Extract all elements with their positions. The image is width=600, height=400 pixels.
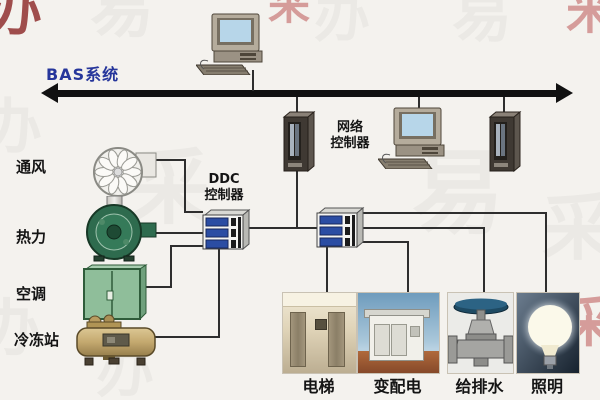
photo-detail bbox=[283, 293, 356, 307]
ddc-controller-label-line1: DDC bbox=[208, 172, 240, 187]
connector-line bbox=[155, 336, 220, 338]
server-tower-icon bbox=[487, 110, 523, 177]
connector-line bbox=[170, 245, 172, 288]
connector-line bbox=[483, 227, 485, 292]
bus-title: BAS系统 bbox=[46, 65, 120, 84]
label-ventilation: 通风 bbox=[16, 158, 47, 176]
photo-detail bbox=[410, 325, 420, 338]
ddc-controller-icon bbox=[315, 206, 365, 252]
label-chiller-station: 冷冻站 bbox=[14, 331, 60, 349]
fan-icon bbox=[92, 146, 160, 202]
photo-water-valve bbox=[447, 292, 514, 374]
watermark-char: 易 bbox=[452, 0, 512, 51]
connector-line bbox=[407, 241, 409, 292]
connector-line bbox=[357, 241, 409, 243]
connector-line bbox=[156, 159, 186, 161]
connector-line bbox=[218, 249, 220, 338]
photo-detail bbox=[315, 318, 327, 331]
connector-line bbox=[357, 227, 485, 229]
connector-line bbox=[545, 212, 547, 292]
workstation-icon bbox=[194, 13, 266, 79]
workstation-icon bbox=[376, 107, 448, 173]
connector-line bbox=[357, 212, 547, 214]
chiller-icon bbox=[73, 312, 159, 372]
photo-lighting bbox=[516, 292, 580, 374]
watermark-char: 米 bbox=[566, 0, 600, 40]
bus-arrow-left-icon bbox=[41, 83, 58, 103]
ddc-controller-label: DDC 控制器 bbox=[196, 172, 252, 204]
network-controller-label-line1: 网络 bbox=[336, 120, 363, 135]
connector-line bbox=[418, 97, 420, 111]
label-heating: 热力 bbox=[16, 228, 47, 246]
watermark-char: 易 bbox=[90, 0, 154, 47]
photo-detail bbox=[373, 324, 390, 357]
watermark-char: 采 bbox=[542, 186, 600, 270]
photo-elevator bbox=[282, 292, 357, 374]
photo-detail bbox=[328, 312, 345, 367]
connector-line bbox=[243, 227, 317, 229]
label-air-conditioning: 空调 bbox=[16, 285, 47, 303]
photo-detail bbox=[368, 315, 424, 361]
connector-line bbox=[150, 232, 203, 234]
watermark-char: 采 bbox=[268, 0, 311, 29]
label-lighting: 照明 bbox=[530, 377, 563, 396]
connector-line bbox=[170, 245, 203, 247]
bus-arrow-right-icon bbox=[556, 83, 573, 103]
watermark-char: 办 bbox=[0, 0, 42, 44]
network-controller-label: 网络 控制器 bbox=[324, 120, 376, 152]
connector-line bbox=[326, 247, 328, 292]
connector-line bbox=[144, 286, 172, 288]
watermark-char: 办 bbox=[314, 0, 370, 50]
ddc-controller-label-line2: 控制器 bbox=[204, 188, 244, 203]
pump-icon bbox=[84, 195, 158, 266]
photo-power-distribution bbox=[357, 292, 440, 374]
connector-line bbox=[296, 171, 298, 229]
watermark-char: 办 bbox=[0, 292, 43, 365]
connector-line bbox=[184, 211, 203, 213]
network-controller-label-line2: 控制器 bbox=[330, 136, 370, 151]
ddc-controller-icon bbox=[201, 208, 251, 254]
server-tower-icon bbox=[281, 110, 317, 177]
connector-line bbox=[296, 97, 298, 113]
watermark-char: 办 bbox=[0, 93, 42, 163]
connector-line bbox=[503, 97, 505, 113]
label-power-distribution: 变配电 bbox=[373, 377, 422, 396]
label-water-supply-drainage: 给排水 bbox=[455, 377, 504, 396]
network-bus-line bbox=[57, 90, 557, 97]
label-elevator: 电梯 bbox=[302, 377, 335, 396]
connector-line bbox=[252, 70, 254, 91]
photo-detail bbox=[289, 312, 307, 367]
photo-detail bbox=[390, 324, 407, 357]
connector-line bbox=[184, 159, 186, 213]
